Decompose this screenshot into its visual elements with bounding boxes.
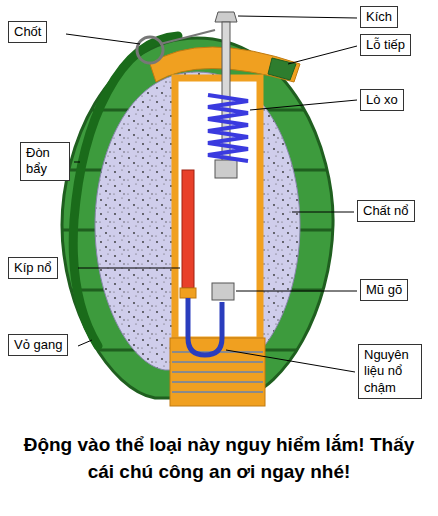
- part-name: Lỗ tiếp: [366, 37, 405, 53]
- label-box: Vỏ gang: [8, 334, 68, 356]
- part-name: Vỏ gang: [14, 337, 62, 353]
- label-box: Nguyên liệu nổ chậm: [358, 344, 422, 399]
- firing-pin-head: [215, 12, 237, 22]
- label-box: Kíp nổ: [8, 257, 58, 279]
- part-name: Nguyên liệu nổ chậm: [364, 347, 416, 396]
- detonator: [182, 170, 194, 288]
- label-box: Mũ gõ: [360, 279, 408, 301]
- part-name: Đòn bẩy: [26, 145, 64, 178]
- part-name: Kích: [366, 9, 392, 25]
- pull-ring: [137, 37, 163, 63]
- label-box: Lỗ tiếp: [360, 34, 411, 56]
- spring: [208, 95, 248, 161]
- threads: [172, 352, 263, 392]
- safety-pin: [160, 30, 215, 44]
- detonator-cap: [180, 288, 196, 298]
- part-name: Lò xo: [366, 92, 398, 108]
- caption: Động vào thể loại này nguy hiểm lắm! Thấ…: [16, 432, 422, 485]
- primer-cap: [212, 283, 234, 300]
- part-name: Mũ gõ: [366, 282, 402, 298]
- part-name: Chất nổ: [363, 203, 409, 219]
- label-box: Chốt: [8, 21, 47, 43]
- leader-lines: [66, 16, 357, 372]
- delay-tube: [188, 298, 222, 355]
- explosive-filling: [95, 72, 300, 370]
- part-name: Kíp nổ: [14, 260, 52, 276]
- part-name: Chốt: [14, 24, 41, 40]
- safety-lever: [73, 36, 178, 346]
- label-box: Chất nổ: [357, 200, 415, 222]
- filling-hole-plug: [268, 58, 296, 80]
- striker: [215, 160, 237, 178]
- label-box: Kích: [360, 6, 398, 28]
- label-box: Lò xo: [360, 89, 404, 111]
- label-box: Đòn bẩy: [20, 142, 70, 181]
